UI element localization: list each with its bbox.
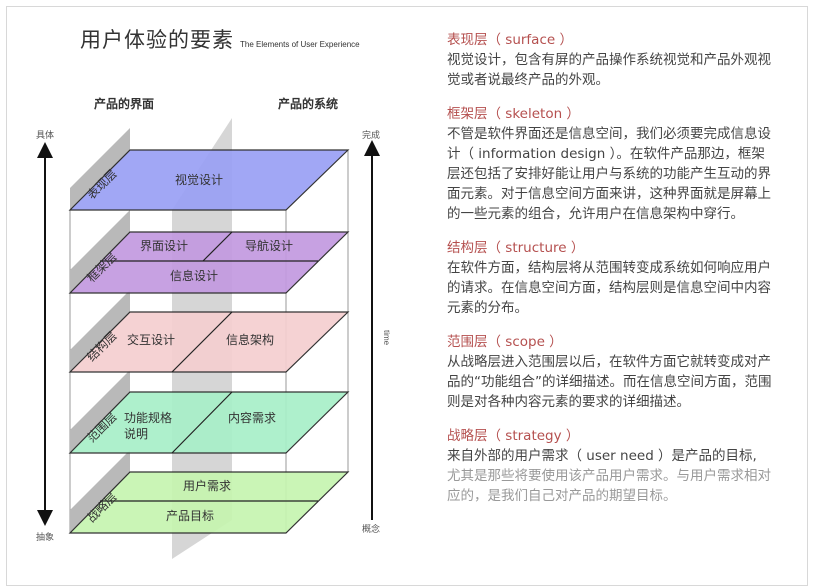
- section-surface: 表现层（ surface ） 视觉设计，包含有屏的产品操作系统视觉和产品外观视觉…: [447, 30, 777, 90]
- time-label: time: [382, 330, 391, 346]
- concrete-label: 具体: [36, 131, 55, 141]
- section-scope: 范围层（ scope ） 从战略层进入范围层以后，在软件方面它就转变成对产品的“…: [447, 332, 777, 412]
- side-panel-strategy: [70, 450, 130, 533]
- concept-label: 概念: [362, 525, 381, 535]
- section-title: 范围层（ scope ）: [447, 334, 563, 350]
- plane-structure: [68, 311, 350, 373]
- section-body: 从战略层进入范围层以后，在软件方面它就转变成对产品的“功能组合”的详细描述。而在…: [447, 354, 772, 410]
- completion-label: 完成: [362, 131, 381, 141]
- plane-scope: [68, 391, 350, 454]
- interaction-design-label: 交互设计: [127, 332, 175, 347]
- functional-spec-label: 功能规格: [124, 410, 172, 425]
- section-title: 战略层（ strategy ）: [447, 428, 580, 444]
- functional-spec-label-2: 说明: [124, 426, 148, 441]
- navigation-design-label: 导航设计: [245, 238, 293, 253]
- plane-strategy: [68, 471, 350, 534]
- plane-surface: [68, 149, 350, 211]
- section-body-cut: 尤其是那些将要使用该产品用户需求。与用户需求相对应的，是我们自己对产品的期望目标…: [447, 468, 771, 504]
- section-body: 在软件方面，结构层将从范围转变成系统如何响应用户的请求。在信息空间方面，结构层则…: [447, 260, 771, 316]
- section-skeleton: 框架层（ skeleton ） 不管是软件界面还是信息空间，我们必须要完成信息设…: [447, 104, 777, 224]
- user-needs-label: 用户需求: [183, 478, 231, 493]
- abstract-label: 抽象: [36, 533, 55, 543]
- visual-design-label: 视觉设计: [175, 172, 223, 187]
- section-body: 视觉设计，包含有屏的产品操作系统视觉和产品外观视觉或者说最终产品的外观。: [447, 52, 771, 88]
- section-body: 来自外部的用户需求（ user need ）是产品的目标,: [447, 448, 757, 464]
- section-title: 结构层（ structure ）: [447, 240, 585, 256]
- side-panel-structure: [70, 290, 130, 372]
- section-structure: 结构层（ structure ） 在软件方面，结构层将从范围转变成系统如何响应用…: [447, 238, 777, 318]
- section-body: 不管是软件界面还是信息空间，我们必须要完成信息设计（ information d…: [447, 126, 771, 222]
- page-title: 用户体验的要素: [80, 28, 234, 52]
- plane-skeleton: [68, 231, 350, 294]
- page-subtitle: The Elements of User Experience: [240, 40, 360, 49]
- interface-design-label: 界面设计: [140, 239, 188, 253]
- side-panel-surface: [70, 128, 130, 210]
- section-strategy: 战略层（ strategy ） 来自外部的用户需求（ user need ）是产…: [447, 426, 777, 506]
- interface-header: 产品的界面: [94, 97, 155, 111]
- information-architecture-label: 信息架构: [226, 332, 274, 347]
- side-panel-scope: [70, 370, 130, 453]
- product-objectives-label: 产品目标: [166, 509, 214, 523]
- section-title: 框架层（ skeleton ）: [447, 106, 580, 122]
- information-design-label: 信息设计: [170, 268, 218, 283]
- elements-diagram: time 视觉设计 界面设计 导航设计 信息设计 交互设计 信息架构 功能规格 …: [37, 118, 391, 559]
- section-title: 表现层（ surface ）: [447, 32, 573, 48]
- system-header: 产品的系统: [278, 97, 339, 111]
- content-requirements-label: 内容需求: [228, 410, 276, 425]
- description-panel: 表现层（ surface ） 视觉设计，包含有屏的产品操作系统视觉和产品外观视觉…: [447, 30, 777, 520]
- side-panel-skeleton: [70, 210, 130, 293]
